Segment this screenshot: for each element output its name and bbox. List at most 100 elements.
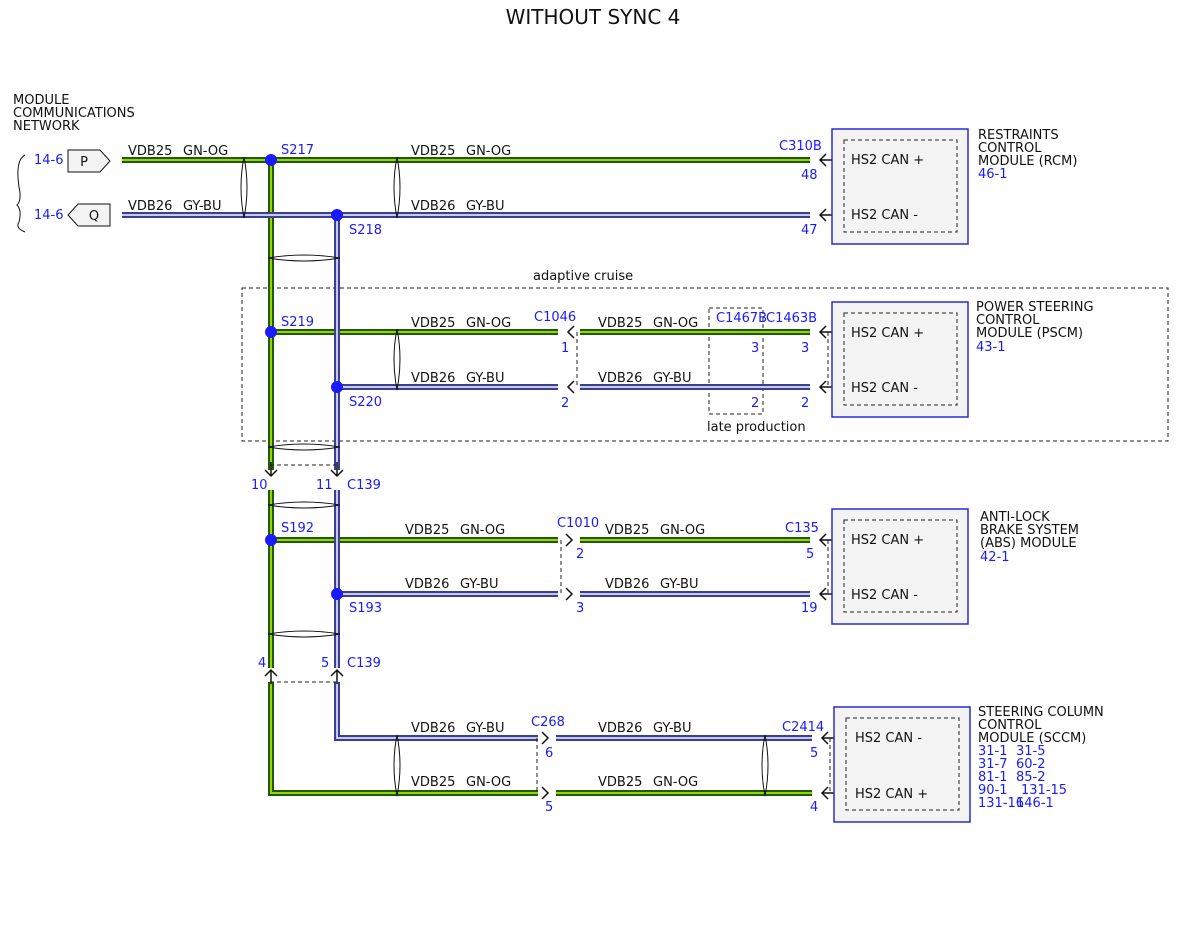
pscm-name-1: POWER STEERING bbox=[976, 300, 1094, 315]
network-label-line2: COMMUNICATIONS bbox=[13, 106, 135, 121]
pin-number: 3 bbox=[751, 341, 759, 356]
splice-s218[interactable] bbox=[331, 209, 343, 221]
module-sccm[interactable]: HS2 CAN - HS2 CAN + STEERING COLUMN CONT… bbox=[833, 705, 1104, 823]
abs-ref[interactable]: 42-1 bbox=[980, 550, 1010, 565]
wire-color: GY-BU bbox=[460, 577, 499, 592]
module-sccm-box bbox=[833, 706, 971, 823]
wire-color: GY-BU bbox=[466, 371, 505, 386]
late-production-label: late production bbox=[707, 420, 806, 435]
abs-name-1: ANTI-LOCK bbox=[980, 510, 1050, 525]
c2414-label: C2414 bbox=[782, 720, 824, 735]
module-abs-inner bbox=[843, 519, 958, 613]
splice-s217[interactable] bbox=[265, 154, 277, 166]
c1463b-label: C1463B bbox=[766, 311, 817, 326]
sccm-name-3: MODULE (SCCM) bbox=[978, 731, 1086, 746]
module-pscm[interactable]: HS2 CAN + HS2 CAN - POWER STEERING CONTR… bbox=[831, 300, 1094, 418]
wire-color: GY-BU bbox=[653, 371, 692, 386]
pin-number: 48 bbox=[801, 168, 818, 183]
pin-number: 4 bbox=[810, 800, 818, 815]
sccm-ref[interactable]: 31-1 bbox=[978, 744, 1008, 759]
wire-label: VDB26 bbox=[411, 199, 455, 214]
c1046-label: C1046 bbox=[534, 310, 576, 325]
sccm-ref[interactable]: 31-5 bbox=[1016, 744, 1046, 759]
q-ref[interactable]: 14-6 bbox=[34, 208, 64, 223]
rcm-name-1: RESTRAINTS bbox=[978, 128, 1059, 143]
wire-color: GN-OG bbox=[466, 775, 511, 790]
pin-number: 11 bbox=[316, 478, 333, 493]
wire-label: VDB25 bbox=[128, 144, 172, 159]
rcm-name-2: CONTROL bbox=[978, 141, 1042, 156]
c1010-label: C1010 bbox=[557, 516, 599, 531]
twisted-pair-symbols bbox=[240, 156, 769, 797]
pin-number: 6 bbox=[545, 746, 553, 761]
module-abs-box bbox=[831, 508, 969, 625]
s220-label: S220 bbox=[349, 395, 382, 410]
wire-color: GY-BU bbox=[466, 199, 505, 214]
sccm-ref[interactable]: 90-1 bbox=[978, 783, 1008, 798]
splice-s193[interactable] bbox=[331, 588, 343, 600]
pscm-pin-a: HS2 CAN + bbox=[851, 326, 924, 341]
rcm-pin-b: HS2 CAN - bbox=[851, 208, 918, 223]
wire-color: GN-OG bbox=[460, 523, 505, 538]
pin-number: 2 bbox=[801, 396, 809, 411]
pin-number: 2 bbox=[751, 396, 759, 411]
wire-color: GN-OG bbox=[466, 316, 511, 331]
pin-number: 3 bbox=[576, 601, 584, 616]
wire-color: GY-BU bbox=[183, 199, 222, 214]
sccm-ref[interactable]: 31-7 bbox=[978, 757, 1008, 772]
s217-label: S217 bbox=[281, 143, 314, 158]
sccm-ref[interactable]: 85-2 bbox=[1016, 770, 1046, 785]
s192-label: S192 bbox=[281, 521, 314, 536]
module-rcm[interactable]: HS2 CAN + HS2 CAN - RESTRAINTS CONTROL M… bbox=[831, 128, 1077, 245]
pin-number: 3 bbox=[801, 341, 809, 356]
gnog-wires bbox=[122, 157, 812, 796]
sccm-pin-a: HS2 CAN - bbox=[855, 731, 922, 746]
pin-number: 5 bbox=[810, 746, 818, 761]
pin-number: 47 bbox=[801, 223, 818, 238]
pin-number: 2 bbox=[576, 547, 584, 562]
splice-s219[interactable] bbox=[265, 326, 277, 338]
module-sccm-inner bbox=[845, 717, 960, 811]
sccm-ref[interactable]: 60-2 bbox=[1016, 757, 1046, 772]
diagram-title: WITHOUT SYNC 4 bbox=[506, 5, 681, 29]
connector-p-label: P bbox=[80, 155, 88, 170]
p-ref[interactable]: 14-6 bbox=[34, 153, 64, 168]
c135-label: C135 bbox=[785, 521, 819, 536]
module-abs[interactable]: HS2 CAN + HS2 CAN - ANTI-LOCK BRAKE SYST… bbox=[831, 508, 1079, 625]
pin-number: 19 bbox=[801, 601, 818, 616]
wire-color: GY-BU bbox=[466, 721, 505, 736]
sccm-ref[interactable]: 146-1 bbox=[1016, 796, 1054, 811]
splice-s192[interactable] bbox=[265, 534, 277, 546]
wire-color: GN-OG bbox=[183, 144, 228, 159]
pin-number: 10 bbox=[251, 478, 268, 493]
connector-q-shape bbox=[67, 203, 111, 227]
late-production-region bbox=[708, 307, 764, 415]
c139-top-label: C139 bbox=[347, 478, 381, 493]
pscm-name-3: MODULE (PSCM) bbox=[976, 326, 1083, 341]
wire-label: VDB25 bbox=[598, 316, 642, 331]
sccm-ref[interactable]: 131-16 bbox=[978, 796, 1024, 811]
wire-label: VDB25 bbox=[411, 144, 455, 159]
pscm-ref[interactable]: 43-1 bbox=[976, 340, 1006, 355]
wire-color: GN-OG bbox=[466, 144, 511, 159]
sccm-ref[interactable]: 131-15 bbox=[1021, 783, 1067, 798]
sccm-name-1: STEERING COLUMN bbox=[978, 705, 1104, 720]
gybu-wires bbox=[122, 212, 812, 741]
splice-s220[interactable] bbox=[331, 381, 343, 393]
c268-label: C268 bbox=[531, 715, 565, 730]
s219-label: S219 bbox=[281, 315, 314, 330]
adaptive-cruise-label: adaptive cruise bbox=[533, 269, 633, 284]
network-label-line1: MODULE bbox=[13, 93, 69, 108]
rcm-ref[interactable]: 46-1 bbox=[978, 167, 1008, 182]
abs-pin-a: HS2 CAN + bbox=[851, 533, 924, 548]
c1467b-label: C1467B bbox=[716, 311, 767, 326]
network-brace bbox=[16, 154, 26, 233]
wire-label: VDB26 bbox=[411, 721, 455, 736]
wire-labels: VDB25 GN-OG VDB26 GY-BU VDB25 GN-OG VDB2… bbox=[128, 144, 705, 790]
network-label-line3: NETWORK bbox=[13, 119, 80, 134]
abs-name-2: BRAKE SYSTEM bbox=[980, 523, 1079, 538]
module-rcm-box bbox=[831, 128, 969, 245]
wire-label: VDB25 bbox=[411, 316, 455, 331]
wire-label: VDB26 bbox=[598, 371, 642, 386]
sccm-ref[interactable]: 81-1 bbox=[978, 770, 1008, 785]
